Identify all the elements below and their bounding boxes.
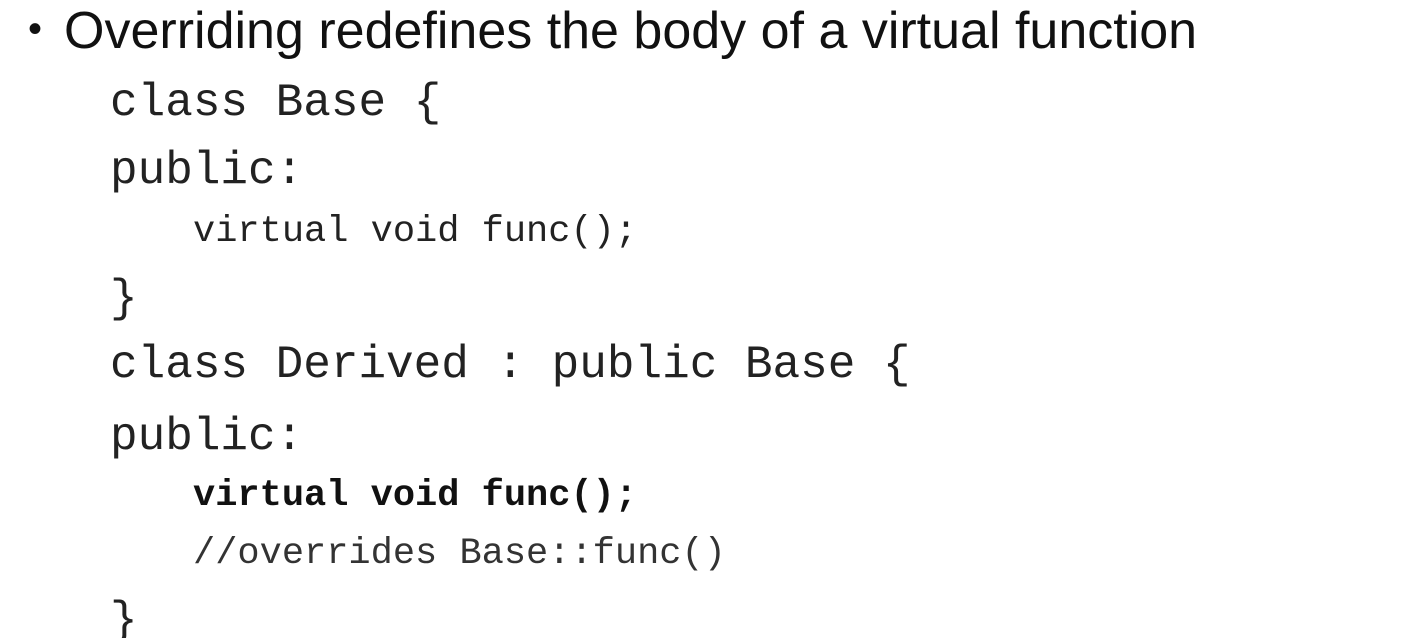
code-line-public-1: public: bbox=[110, 145, 304, 197]
code-line-public-2: public: bbox=[110, 411, 304, 463]
code-line-close-brace-2: } bbox=[110, 595, 138, 638]
bullet-point: • Overriding redefines the body of a vir… bbox=[28, 0, 1197, 62]
code-line-class-base: class Base { bbox=[110, 77, 442, 129]
bullet-icon: • bbox=[28, 6, 43, 51]
code-line-close-brace-1: } bbox=[110, 273, 138, 325]
code-line-base-func: virtual void func(); bbox=[193, 211, 638, 253]
code-line-class-derived: class Derived : public Base { bbox=[110, 339, 911, 391]
code-line-derived-func: virtual void func(); bbox=[193, 475, 638, 517]
code-line-comment: //overrides Base::func() bbox=[193, 533, 726, 575]
bullet-text: Overriding redefines the body of a virtu… bbox=[64, 2, 1198, 60]
